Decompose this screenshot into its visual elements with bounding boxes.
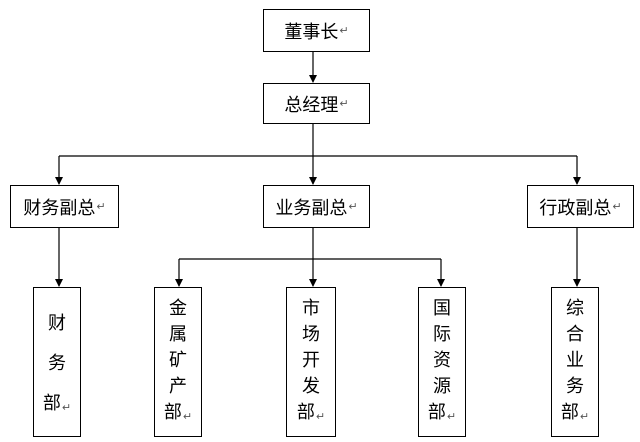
vertical-char: 务 [566,376,584,397]
label-dept-intl: 国际资源部↵ [419,296,465,430]
vertical-char: 部↵ [42,393,72,414]
box-vp-admin: 行政副总↵ [527,185,634,228]
box-chairman: 董事长↵ [263,9,370,52]
label-general-manager: 总经理 [284,94,339,116]
label-vp-business: 业务副总 [275,197,348,219]
label-vp-finance: 财务副总 [23,197,96,219]
box-vp-finance: 财务副总↵ [10,185,119,228]
box-dept-finance: 财务部↵ [33,287,81,437]
vertical-char: 国 [433,298,451,319]
vertical-char: 合 [566,324,584,345]
vertical-char: 矿 [169,350,187,371]
return-mark: ↵ [339,24,349,37]
return-mark: ↵ [612,200,622,213]
box-dept-intl: 国际资源部↵ [418,287,466,437]
vertical-char: 产 [169,376,187,397]
box-dept-market: 市场开发部↵ [286,287,336,437]
box-general-manager: 总经理↵ [263,83,370,124]
return-mark: ↵ [339,97,349,110]
vertical-char: 部↵ [427,402,457,423]
label-dept-general: 综合业务部↵ [552,296,598,430]
vertical-char: 金 [169,298,187,319]
label-dept-metal: 金属矿产部↵ [155,296,201,430]
vertical-char: 开 [302,350,320,371]
vertical-char: 场 [302,324,320,345]
vertical-char: 市 [302,298,320,319]
vertical-char: 综 [566,298,584,319]
vertical-char: 发 [302,376,320,397]
label-dept-market: 市场开发部↵ [287,296,335,430]
vertical-char: 资 [433,350,451,371]
vertical-char: 际 [433,324,451,345]
vertical-char: 务 [48,353,66,374]
box-dept-general: 综合业务部↵ [551,287,599,437]
vertical-char: 属 [169,324,187,345]
vertical-char: 部↵ [296,402,326,423]
vertical-char: 部↵ [163,402,193,423]
return-mark: ↵ [348,200,358,213]
vertical-char: 部↵ [560,402,590,423]
vertical-char: 财 [48,313,66,334]
box-dept-metal: 金属矿产部↵ [154,287,202,437]
box-vp-business: 业务副总↵ [263,185,370,228]
return-mark: ↵ [315,410,326,423]
vertical-char: 源 [433,376,451,397]
return-mark: ↵ [446,410,457,423]
label-chairman: 董事长 [284,21,339,43]
label-dept-finance: 财务部↵ [34,304,80,428]
return-mark: ↵ [96,200,106,213]
return-mark: ↵ [61,401,72,414]
return-mark: ↵ [182,410,193,423]
vertical-char: 业 [566,350,584,371]
label-vp-admin: 行政副总 [539,197,612,219]
return-mark: ↵ [579,410,590,423]
